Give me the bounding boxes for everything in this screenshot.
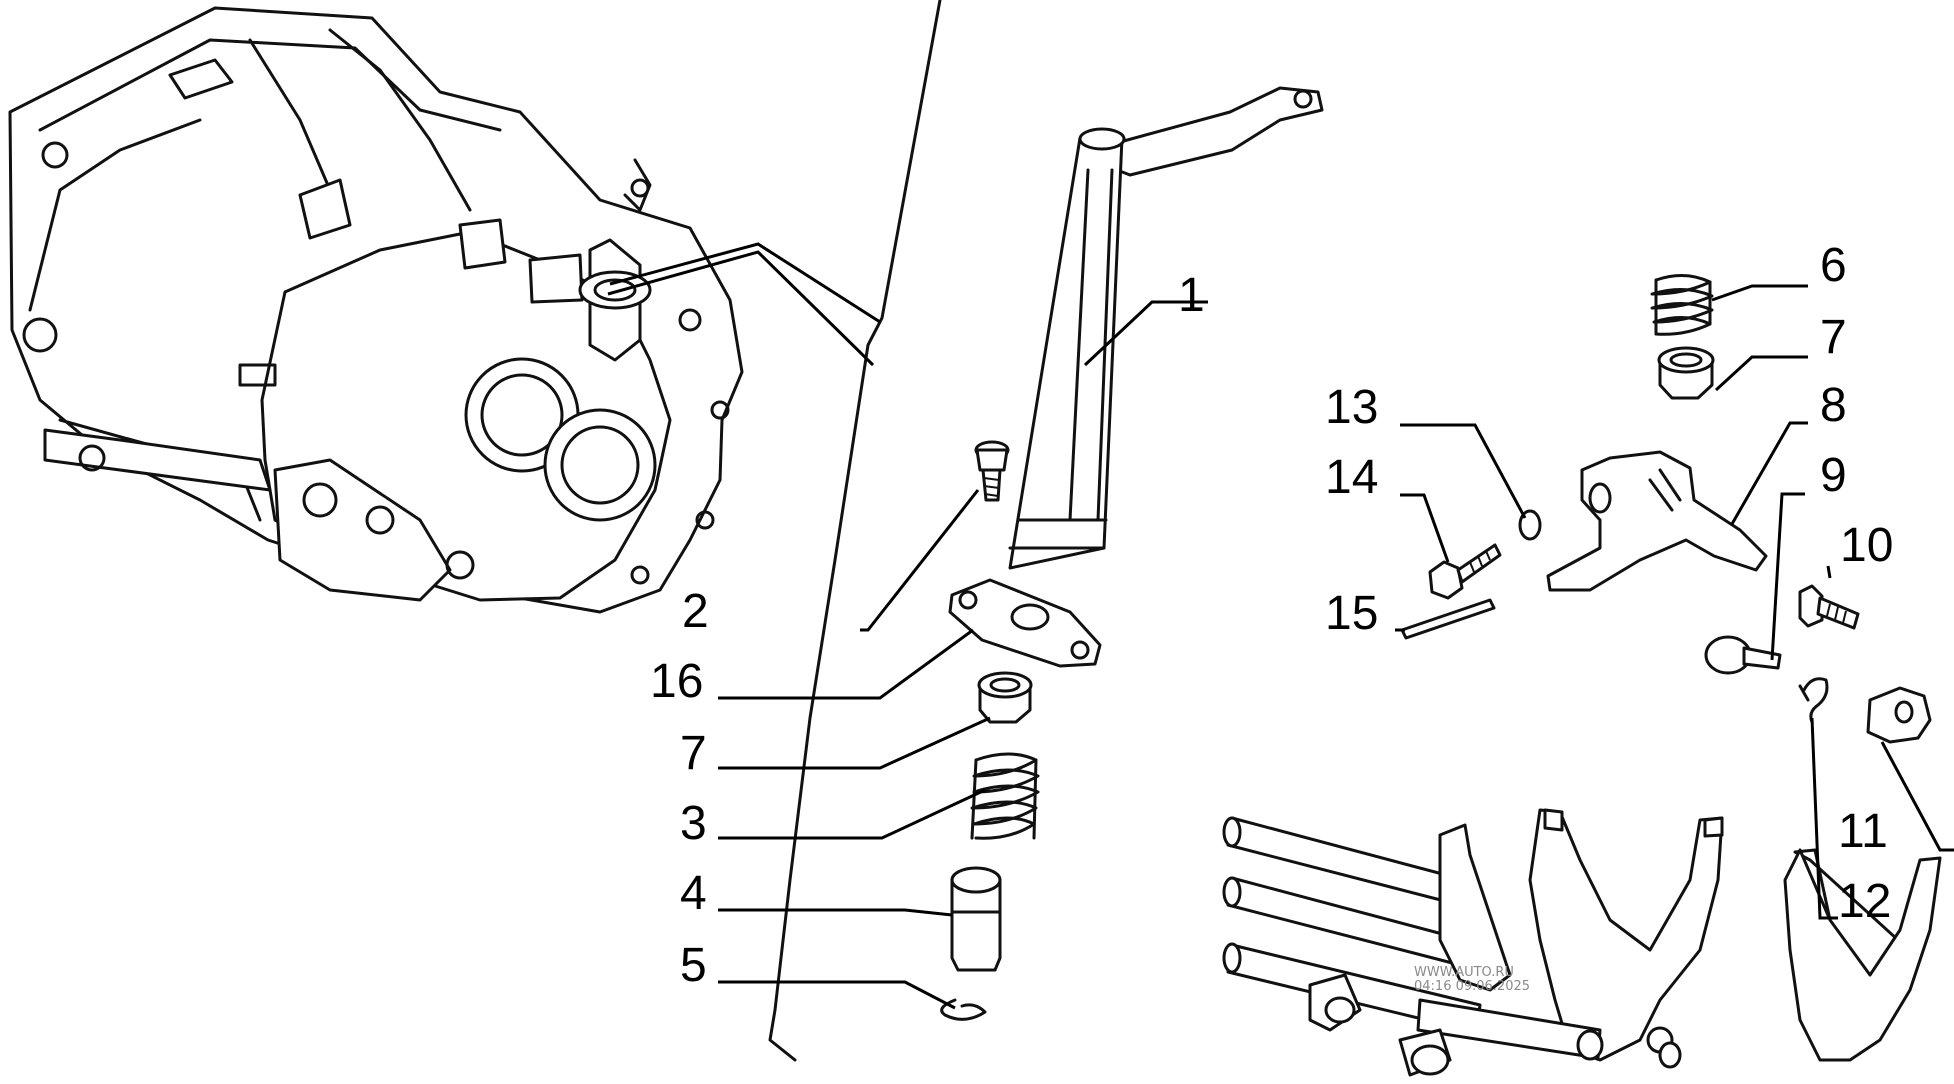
watermark-line2: 04:16 09.06.2025 [1414,978,1531,994]
spring-6 [1650,274,1714,336]
callout-11: 11 [1838,805,1888,858]
clip-12 [1798,677,1829,724]
selector-lever-8 [1546,450,1768,592]
shift-forks-assembly [1222,808,1942,1077]
callout-16: 16 [650,655,704,708]
leader-lines [718,284,1954,1010]
bushing-7-right [1657,346,1715,400]
spring-3 [970,752,1040,840]
callout-3: 3 [680,797,707,850]
callout-8: 8 [1820,379,1847,432]
stud-9 [1704,635,1782,675]
callout-2: 2 [682,585,709,638]
callout-15: 15 [1325,587,1379,640]
callout-12: 12 [1838,875,1892,928]
gearbox-housing [8,6,744,614]
bolt-10 [1798,584,1860,630]
watermark-line1: WWW.AUTO.RU [1414,965,1514,980]
bolt-2 [974,440,1010,502]
callout-10: 10 [1840,519,1894,572]
callout-7-right: 7 [1820,311,1847,364]
flange-plate-16 [948,578,1102,668]
pin-15 [1400,598,1496,640]
callout-9: 9 [1820,449,1847,502]
cap-4 [950,866,1002,972]
watermark: WWW.AUTO.RU 04:16 09.06.2025 [1414,966,1554,993]
callout-4: 4 [680,867,707,920]
selector-shaft [1008,86,1324,570]
circlip-5 [940,998,987,1021]
bolt-14 [1428,543,1502,600]
callout-7-left: 7 [680,727,707,780]
callout-5: 5 [680,939,707,992]
callout-13: 13 [1325,381,1379,434]
block-11 [1866,686,1932,744]
callout-6: 6 [1820,239,1847,292]
section-break-line [768,0,942,1062]
bushing-7-left [977,671,1033,724]
callout-1: 1 [1178,269,1205,322]
callout-14: 14 [1325,451,1379,504]
